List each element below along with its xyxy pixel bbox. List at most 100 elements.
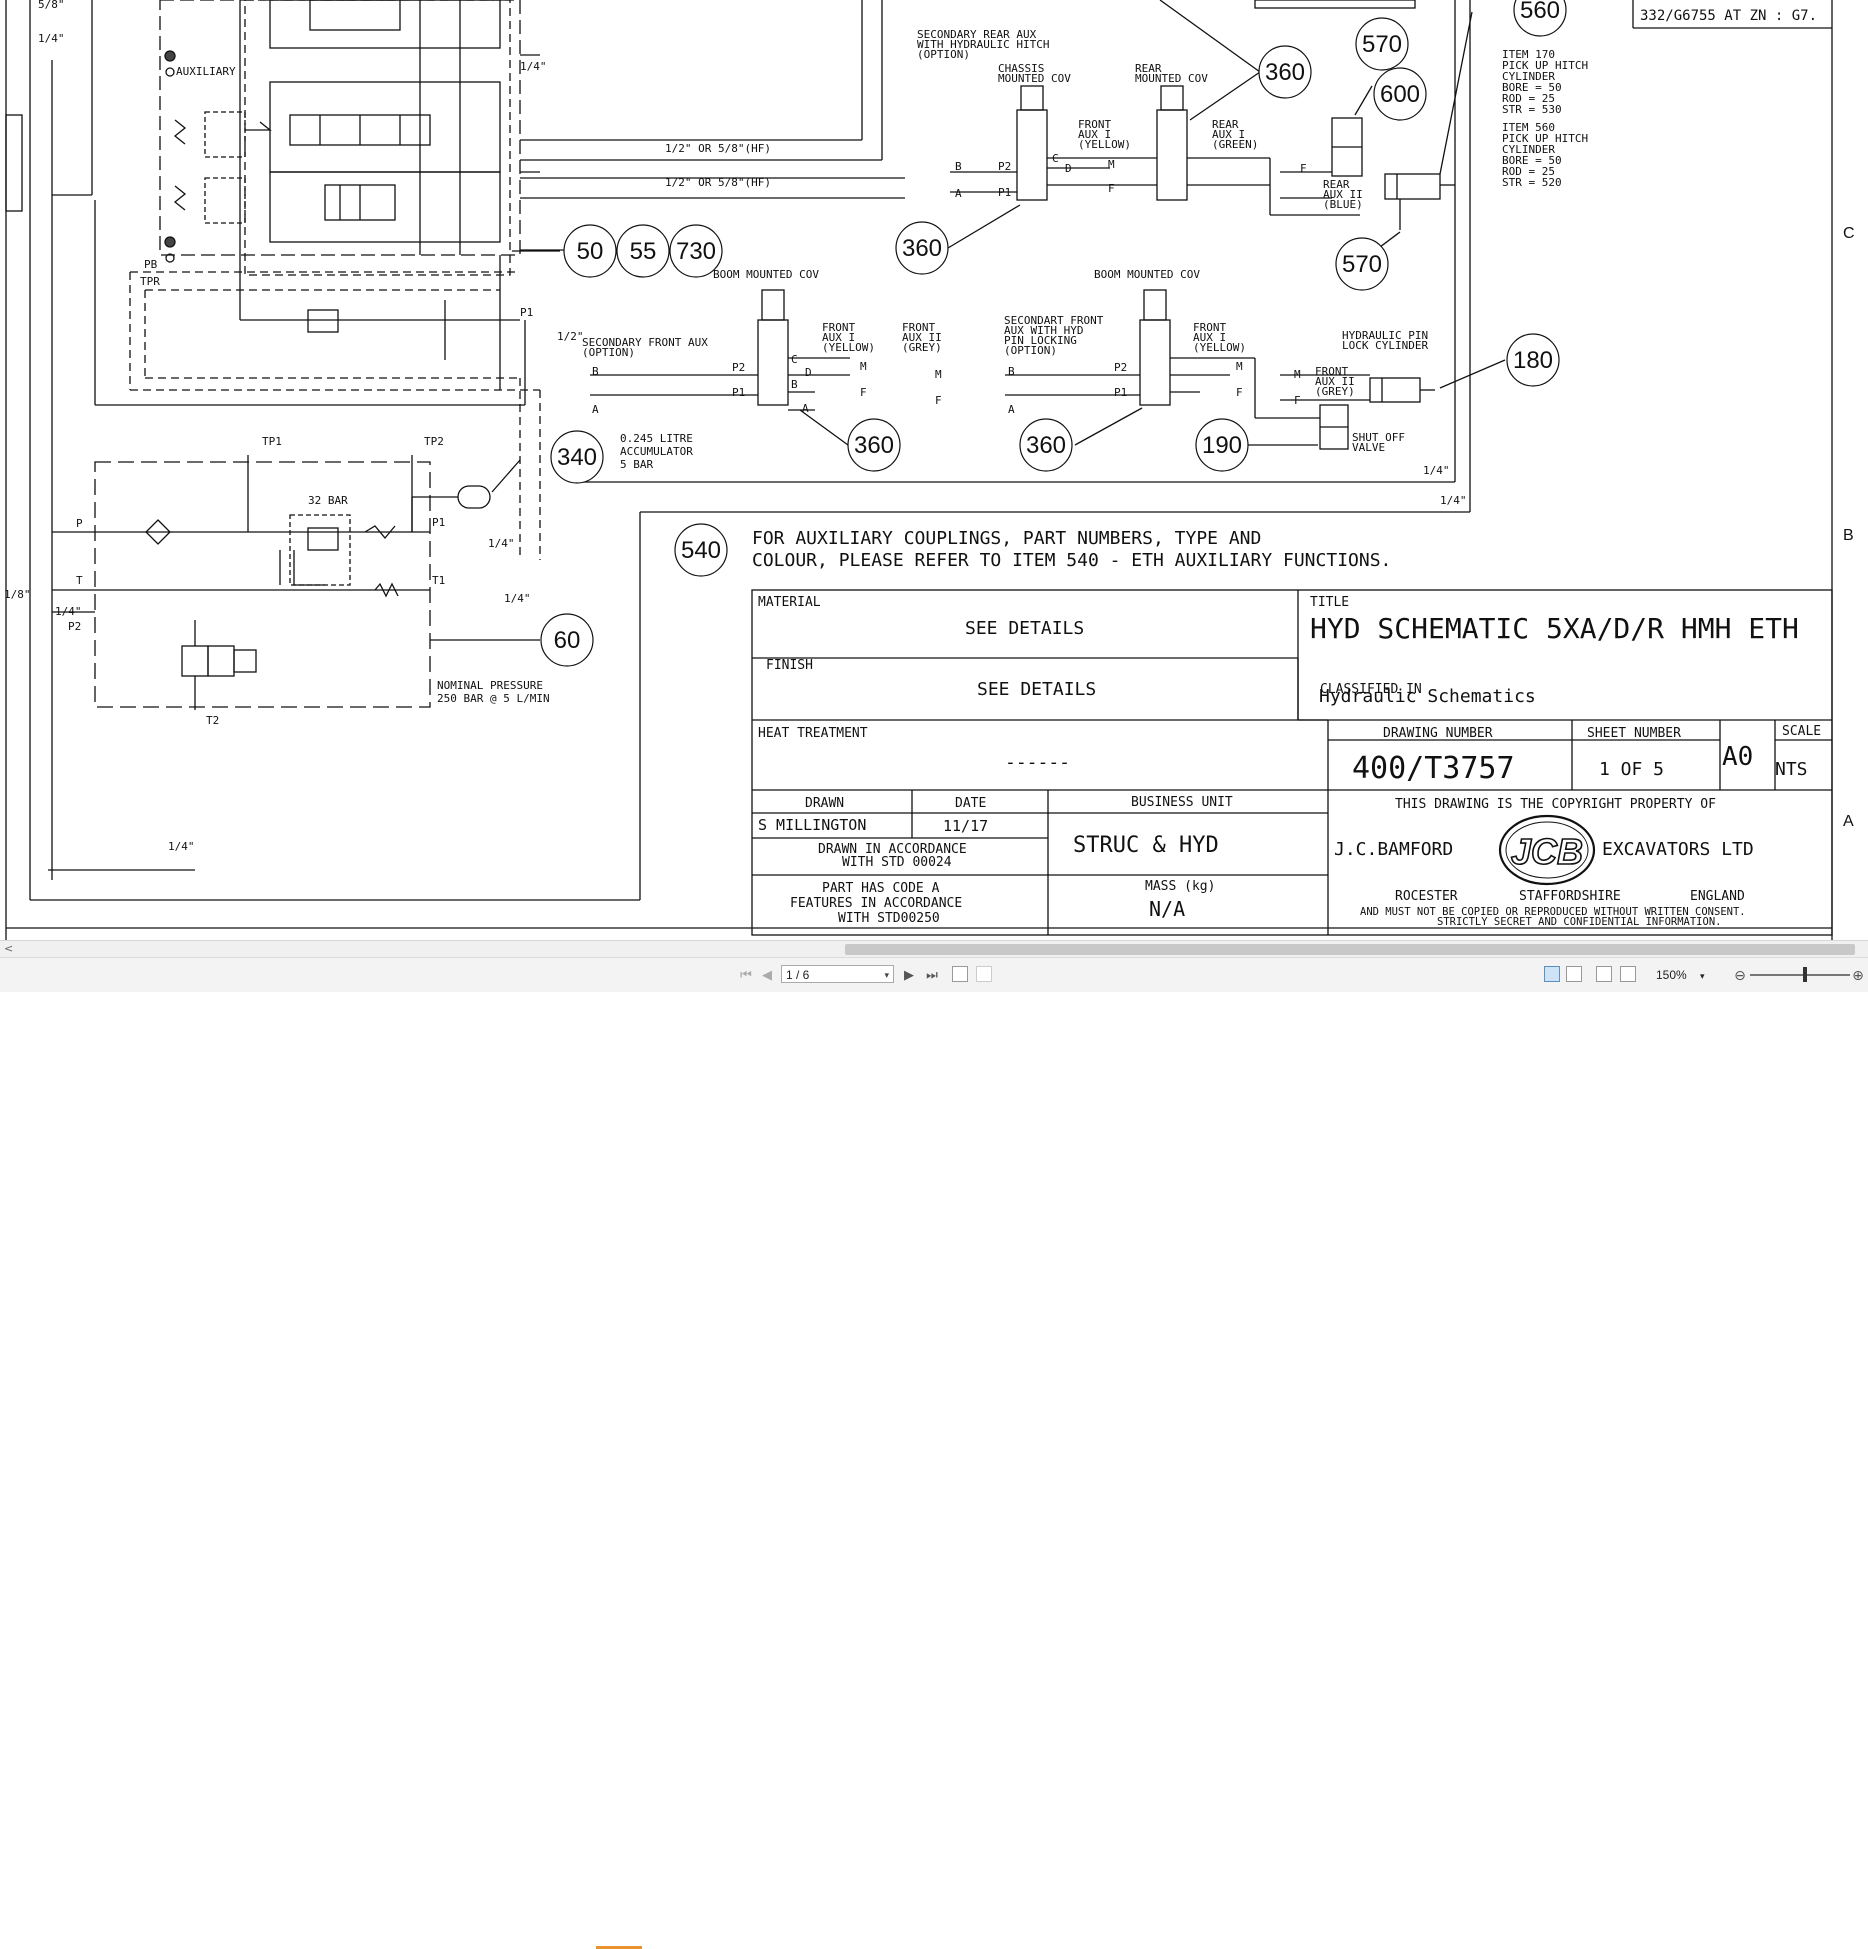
label-d-rear: D	[1065, 162, 1072, 175]
label-pin-front-aux1-1: FRONT	[1193, 321, 1226, 334]
label-port-p: P	[76, 517, 83, 530]
balloon-600-label: 600	[1380, 81, 1420, 108]
label-quarter-3: 1/4"	[1440, 494, 1467, 507]
two-page-view-icon[interactable]	[1596, 966, 1612, 982]
balloon-340	[550, 430, 604, 484]
item-170-line-5: ROD = 25	[1502, 92, 1555, 105]
zoom-chevron-down-icon: ▾	[1700, 971, 1705, 981]
label-chassis-cov-2: MOUNTED COV	[998, 72, 1071, 85]
horizontal-scrollbar[interactable]: <	[0, 940, 1868, 958]
label-p2-boom: P2	[732, 361, 745, 374]
balloon-55	[616, 224, 670, 278]
balloon-730-label: 730	[676, 238, 716, 265]
label-f-pin2: F	[1294, 394, 1301, 407]
item-560-line-3: CYLINDER	[1502, 143, 1555, 156]
page-selector[interactable]: 1 / 6 ▾	[781, 965, 894, 983]
label-one-eighth: 1/8"	[4, 588, 31, 601]
label-quarter-4: 1/4"	[488, 537, 515, 550]
label-boom-front-aux1-1: FRONT	[822, 321, 855, 334]
label-32-bar: 32 BAR	[308, 494, 348, 507]
scroll-left-icon[interactable]: <	[4, 942, 14, 955]
label-nominal-pressure-1: NOMINAL PRESSURE	[437, 679, 543, 692]
first-page-icon[interactable]: ⏮	[740, 967, 752, 982]
label-quarter-2: 1/4"	[1423, 464, 1450, 477]
balloon-360-top	[1258, 45, 1312, 99]
scroll-thumb[interactable]	[845, 944, 1855, 955]
label-front-aux2-1: FRONT	[902, 321, 935, 334]
tb-date-label: DATE	[955, 796, 986, 811]
last-page-icon[interactable]: ⏭	[926, 967, 938, 982]
zoom-slider-handle[interactable]	[1803, 967, 1807, 982]
label-rear-aux1-3: (GREEN)	[1212, 138, 1258, 151]
page-indicator: 1 / 6	[786, 968, 810, 982]
label-front-aux1-1: FRONT	[1078, 118, 1111, 131]
zoom-selector[interactable]: 150% ▾	[1656, 965, 1728, 985]
balloon-60	[540, 613, 594, 667]
balloon-55-label: 55	[630, 238, 657, 265]
viewer-toolbar: ⏮ ◀ 1 / 6 ▾ ▶ ⏭ 150% ▾ ⊖ ⊕	[0, 957, 1868, 1949]
prev-page-icon[interactable]: ◀	[762, 967, 772, 982]
label-f-rear2: F	[1300, 162, 1307, 175]
label-accumulator-3: 5 BAR	[620, 458, 653, 471]
document-viewport[interactable]: 560 570 360 600 360 570 50 55 730 180 34…	[0, 0, 1868, 940]
tb-finish-value: SEE DETAILS	[977, 679, 1096, 700]
label-secondary-rear-aux-2: WITH HYDRAULIC HITCH	[917, 38, 1049, 51]
note-top-right: 332/G6755 AT ZN : G7.	[1640, 8, 1817, 24]
balloon-570-top-label: 570	[1362, 31, 1402, 58]
label-b-boom: B	[592, 365, 599, 378]
next-page-icon[interactable]: ▶	[904, 967, 914, 982]
balloon-360-left	[895, 221, 949, 275]
balloon-340-label: 340	[557, 444, 597, 471]
tb-heat-label: HEAT TREATMENT	[758, 726, 868, 741]
label-rear-aux2-2: AUX II	[1323, 188, 1363, 201]
label-tp1: TP1	[262, 435, 282, 448]
label-quarter-1: 1/4"	[520, 60, 547, 73]
balloon-360-boom1-label: 360	[854, 432, 894, 459]
zoom-in-icon[interactable]: ⊕	[1852, 967, 1864, 983]
label-p1-pin: P1	[1114, 386, 1127, 399]
continuous-view-icon[interactable]	[1566, 966, 1582, 982]
label-secondart-front-aux-1: SECONDART FRONT	[1004, 314, 1104, 327]
item-170-line-6: STR = 530	[1502, 103, 1562, 116]
label-port-t1: T1	[432, 574, 445, 587]
label-secondary-rear-aux-1: SECONDARY REAR AUX	[917, 28, 1037, 41]
chevron-down-icon: ▾	[884, 970, 889, 980]
label-f-boom: F	[860, 386, 867, 399]
copy-page-icon[interactable]	[952, 966, 968, 982]
balloon-190-label: 190	[1202, 432, 1242, 459]
balloon-540-label: 540	[681, 537, 721, 564]
tb-drawn-accordance-1: DRAWN IN ACCORDANCE	[818, 842, 967, 857]
label-m-rear: M	[1108, 158, 1115, 171]
single-page-view-icon[interactable]	[1544, 966, 1560, 982]
tb-drawn-accordance-2: WITH STD 00024	[842, 855, 952, 870]
item-170-line-2: PICK UP HITCH	[1502, 59, 1588, 72]
balloon-730	[669, 224, 723, 278]
balloon-560-label: 560	[1520, 0, 1560, 24]
zoom-slider[interactable]	[1750, 974, 1850, 976]
paste-page-icon[interactable]	[976, 966, 992, 982]
label-c-rear: C	[1052, 152, 1059, 165]
two-page-continuous-view-icon[interactable]	[1620, 966, 1636, 982]
zoom-out-icon[interactable]: ⊖	[1734, 967, 1746, 983]
label-p2-pin: P2	[1114, 361, 1127, 374]
label-half: 1/2"	[557, 330, 584, 343]
label-secondary-rear-aux-3: (OPTION)	[917, 48, 970, 61]
tb-material-value: SEE DETAILS	[965, 618, 1084, 639]
balloon-570-top	[1355, 17, 1409, 71]
label-rear-cov-1: REAR	[1135, 62, 1162, 75]
label-secondart-front-aux-4: (OPTION)	[1004, 344, 1057, 357]
label-quarter-8: 1/4"	[38, 32, 65, 45]
label-p2-rear: P2	[998, 160, 1011, 173]
tb-drawing-number-label: DRAWING NUMBER	[1383, 726, 1493, 741]
tb-copyright-bottom-1: AND MUST NOT BE COPIED OR REPRODUCED WIT…	[1360, 906, 1746, 918]
label-shut-off-2: VALVE	[1352, 441, 1385, 454]
label-a-pin: A	[1008, 403, 1015, 416]
tb-title-value: HYD SCHEMATIC 5XA/D/R HMH ETH	[1310, 612, 1799, 645]
balloon-360-boom1	[847, 418, 901, 472]
label-rear-aux2-1: REAR	[1323, 178, 1350, 191]
label-front-aux1-2: AUX I	[1078, 128, 1111, 141]
tb-loc-staffs: STAFFORDSHIRE	[1519, 889, 1621, 904]
tb-mass-label: MASS (kg)	[1145, 879, 1215, 894]
label-accumulator-1: 0.245 LITRE	[620, 432, 693, 445]
label-boom-front-aux1-3: (YELLOW)	[822, 341, 875, 354]
